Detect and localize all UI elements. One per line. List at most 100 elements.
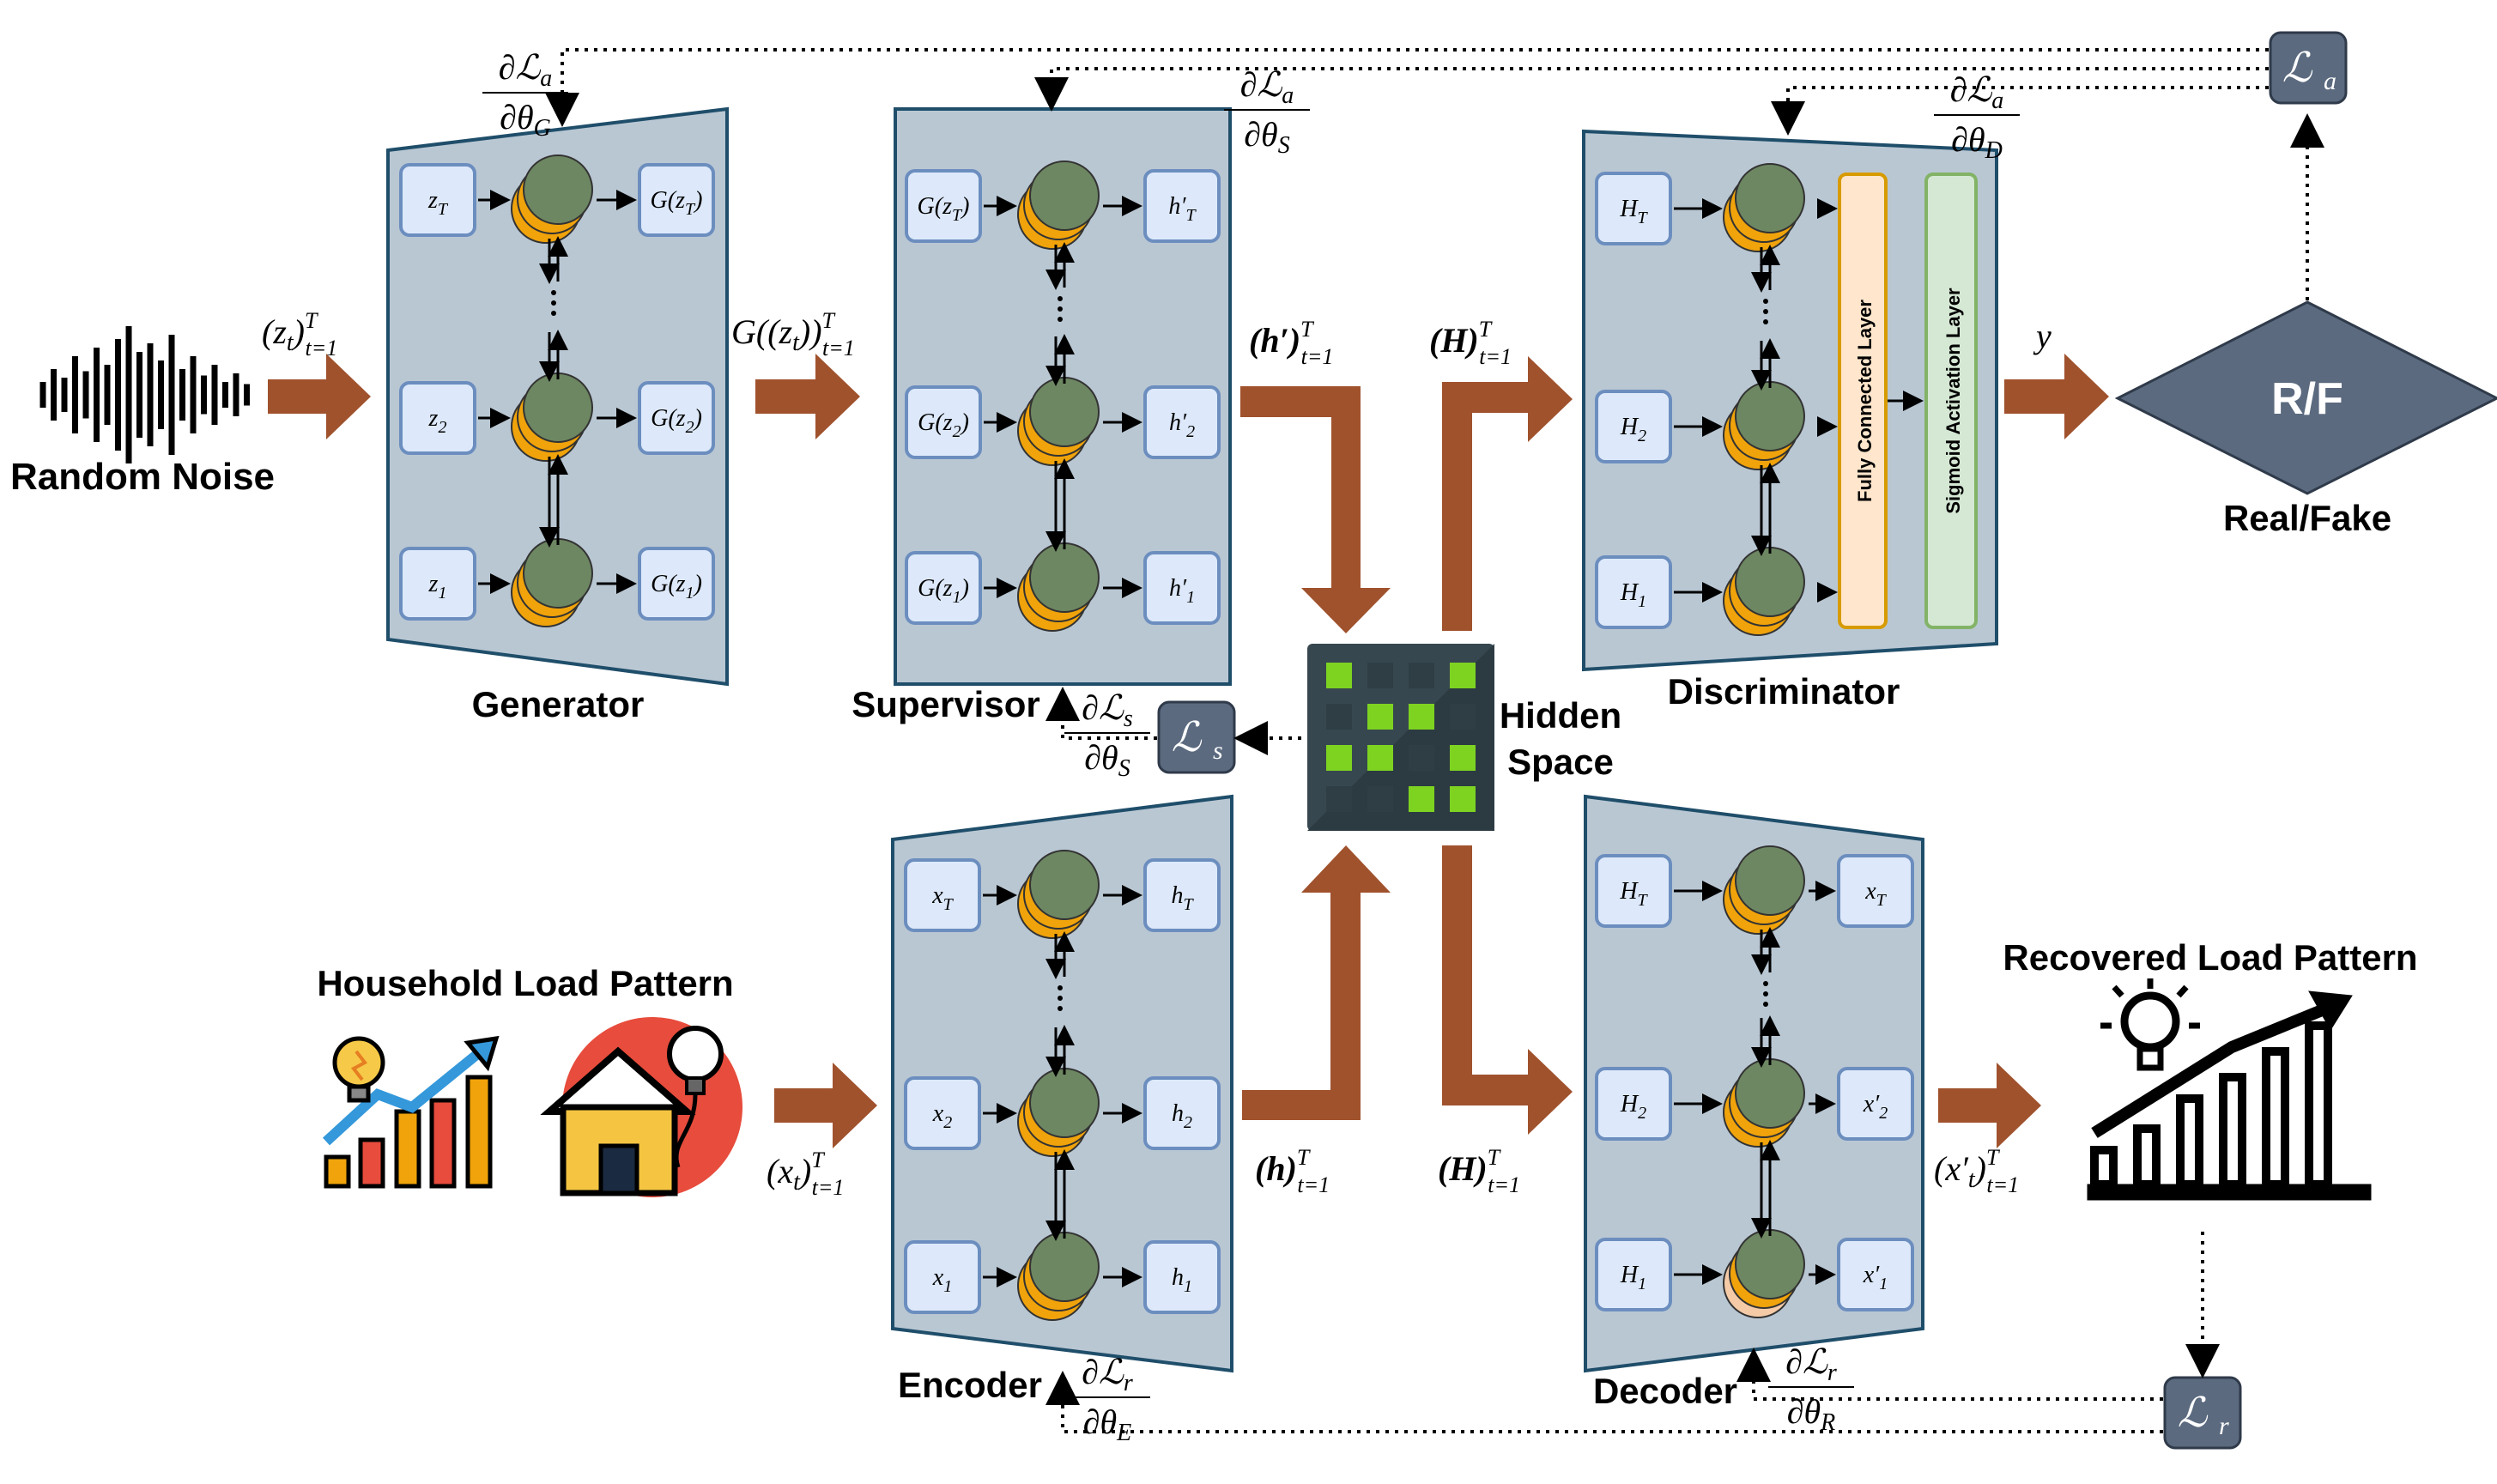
gradient-fraction: ∂ℒa∂θD — [1934, 70, 2020, 164]
output-cell — [638, 163, 715, 237]
arrow-noise-to-generator — [268, 354, 371, 439]
input-cell — [1595, 390, 1672, 463]
hidden-space-label-line2: Space — [1507, 742, 1614, 782]
grid-cell — [1326, 786, 1352, 812]
cell-label: HT — [1619, 878, 1648, 910]
cell-label: G(zT) — [651, 187, 703, 219]
svg-text:r: r — [2219, 1412, 2229, 1440]
lstm-node — [1723, 845, 1805, 935]
supervisor-cells: G(zT)h′TG(z2)h′2G(z1)h′1 — [905, 161, 1221, 632]
cell-label: xT — [931, 882, 954, 914]
svg-text:s: s — [1213, 736, 1223, 765]
grid-cell — [1450, 745, 1476, 771]
svg-text:∂ℒs: ∂ℒs — [1082, 688, 1133, 732]
output-cell — [1837, 1238, 1914, 1311]
grid-cell — [1409, 745, 1434, 771]
input-cell — [1595, 1238, 1672, 1311]
lstm-node — [1723, 163, 1805, 252]
grid-cell — [1450, 786, 1476, 812]
svg-text:∂θS: ∂θS — [1244, 115, 1289, 159]
cell-label: h′1 — [1169, 575, 1195, 607]
rf-label: R/F — [2271, 374, 2343, 424]
hidden-space-grid-icon — [1307, 644, 1494, 831]
cell-label: G(z2) — [651, 405, 702, 437]
cell-label: x′1 — [1863, 1262, 1888, 1293]
household-label: Household Load Pattern — [317, 963, 733, 1003]
svg-text:ℒ: ℒ — [2282, 45, 2313, 91]
output-cell — [638, 381, 715, 455]
input-cell — [1595, 172, 1672, 245]
grid-cell — [1367, 786, 1393, 812]
input-cell — [1595, 854, 1672, 928]
svg-text:∂θR: ∂θR — [1787, 1392, 1836, 1436]
hidden-space-label-line1: Hidden — [1500, 695, 1621, 736]
lstm-node — [1017, 377, 1100, 466]
arrow-discriminator-to-rf — [2004, 354, 2109, 439]
svg-text:ℒ: ℒ — [2178, 1390, 2209, 1436]
house-bulb-icon — [540, 1017, 742, 1197]
rf-diamond — [2114, 300, 2497, 495]
cell-label: xT — [1864, 878, 1887, 910]
loss-box-supervised: ℒ s — [1157, 700, 1236, 774]
input-cell — [905, 385, 982, 459]
fully-connected-layer — [1838, 173, 1888, 629]
lstm-node — [1723, 381, 1805, 470]
output-cell — [1143, 1240, 1221, 1314]
grid-cell — [1409, 786, 1434, 812]
grid-cell — [1450, 663, 1476, 688]
output-cell — [1143, 169, 1221, 243]
input-cell — [1595, 555, 1672, 629]
loss-box-adversarial: ℒ a — [2269, 31, 2348, 105]
decoder-label: Decoder — [1593, 1371, 1737, 1411]
cell-label: H2 — [1620, 414, 1646, 445]
cell-label: x1 — [932, 1264, 952, 1296]
grid-cell — [1367, 704, 1393, 730]
growth-chart-bulb-icon — [322, 1035, 500, 1189]
output-cell — [1143, 1076, 1221, 1150]
cell-label: x′2 — [1863, 1091, 1888, 1123]
lstm-node — [1017, 542, 1100, 632]
grid-cell — [1450, 704, 1476, 730]
random-noise-waveform-icon — [39, 326, 250, 463]
lstm-node — [511, 154, 593, 244]
sigmoid-activation-label: Sigmoid Activation Layer — [1942, 288, 1964, 514]
lstm-node — [511, 373, 593, 462]
recovered-chart-bulb-icon — [2087, 978, 2372, 1201]
output-cell — [638, 547, 715, 621]
cell-label: hT — [1171, 882, 1194, 914]
cell-label: h′2 — [1169, 409, 1195, 441]
input-cell — [399, 381, 476, 455]
grid-cell — [1367, 745, 1393, 771]
discriminator-label: Discriminator — [1668, 671, 1900, 712]
gradient-fraction: ∂ℒr∂θR — [1768, 1342, 1854, 1436]
svg-text:∂ℒa: ∂ℒa — [1240, 65, 1294, 109]
loss-box-reconstruction: ℒ r — [2163, 1376, 2242, 1450]
cell-label: H2 — [1620, 1091, 1646, 1123]
gradient-labels: ∂ℒa∂θG∂ℒa∂θS∂ℒa∂θD∂ℒs∂θS∂ℒr∂θE∂ℒr∂θR — [482, 48, 2020, 1446]
svg-text:ℒ: ℒ — [1172, 715, 1203, 760]
cell-label: H1 — [1620, 579, 1646, 611]
lstm-node — [1017, 161, 1100, 250]
cell-label: h1 — [1172, 1264, 1192, 1296]
svg-text:∂θG: ∂θG — [500, 98, 551, 142]
fully-connected-label: Fully Connected Layer — [1854, 300, 1876, 502]
svg-text:∂ℒa: ∂ℒa — [1950, 70, 2004, 114]
output-cell — [1143, 551, 1221, 625]
gradient-feedback-lines — [545, 48, 2324, 1433]
recovered-label: Recovered Load Pattern — [2003, 937, 2417, 978]
gradient-fraction: ∂ℒa ∂θS — [1224, 65, 1310, 159]
gradient-fraction: ∂ℒa∂θG — [482, 48, 568, 142]
output-cell — [1837, 1067, 1914, 1141]
